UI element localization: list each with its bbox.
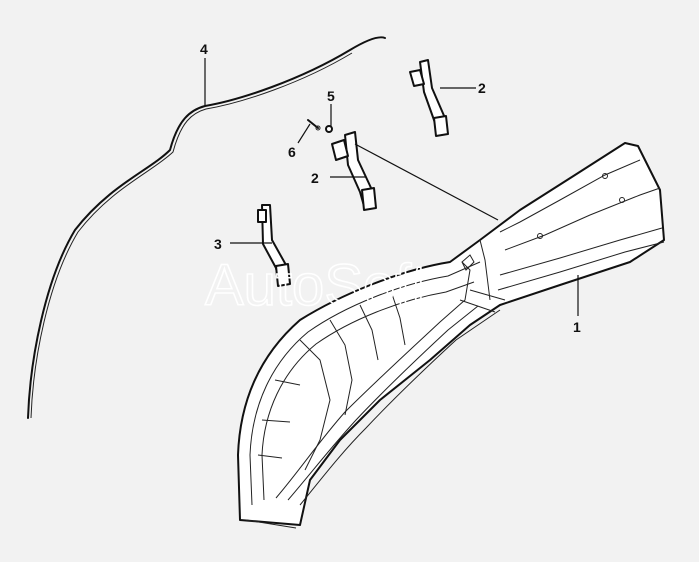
callout-5: 5 [327,88,335,104]
part-5-nut [325,125,333,133]
part-6-screw-head [315,125,321,131]
part-1-wheel-arch-panel [237,142,665,529]
callout-1: 1 [573,319,581,335]
leader-6 [297,123,311,144]
part-4-seal-strip-edge [30,52,353,419]
callout-6: 6 [288,144,296,160]
part-3-bracket [257,204,291,287]
callout-2-middle: 2 [311,170,319,186]
watermark-text: AutoSoft [205,253,427,318]
callout-4: 4 [200,41,208,57]
callout-2-upper: 2 [478,80,486,96]
part-4-seal-strip [27,36,386,419]
leader-bracket-to-panel [354,143,499,221]
part-2-middle-bracket [331,131,377,211]
callout-3: 3 [214,236,222,252]
part-2-upper-bracket [409,59,449,137]
